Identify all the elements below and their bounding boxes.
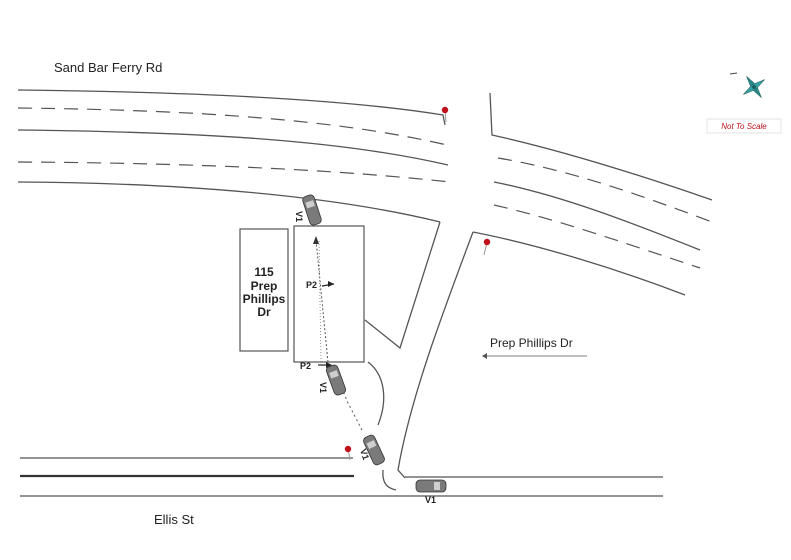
building-label-line-3: Phillips [243, 292, 286, 306]
building-label-line-2: Prep [251, 279, 278, 293]
stop-sign-3 [344, 445, 352, 461]
sand-bar-ferry-rd-west [17, 89, 451, 223]
ellis-corner [382, 469, 397, 491]
scale-note-box [706, 118, 782, 134]
compass-north-tick [729, 72, 738, 75]
compass-icon [743, 76, 765, 98]
lane-line-center [17, 129, 449, 166]
lane-divider-1 [17, 107, 448, 146]
prep-phillips-east-edge [397, 231, 474, 479]
lane-line-east [493, 181, 701, 251]
road-edge-north-west [17, 89, 446, 126]
vehicle-v1-position-4 [415, 479, 447, 493]
pedestrian-marker-1 [321, 281, 335, 287]
road-edge-north-east [489, 92, 713, 201]
vehicle-path [334, 371, 363, 431]
pedestrian-marker-2 [318, 362, 332, 368]
pedestrian-label-2: P2 [300, 361, 311, 371]
vehicle-v1-position-3 [363, 434, 385, 466]
lane-divider-4 [493, 204, 701, 269]
street-label-sand-bar-ferry-rd: Sand Bar Ferry Rd [54, 60, 162, 75]
stop-sign-1 [441, 106, 449, 123]
vehicle-v1-position-2 [325, 364, 347, 396]
road-edge-south-east [472, 231, 686, 296]
road-edge-south-west [17, 181, 441, 223]
prep-phillips-dr [364, 221, 474, 479]
vehicle-label-3: V1 [358, 448, 371, 462]
pedestrian-path-1 [315, 239, 329, 363]
prep-phillips-direction-arrow [482, 353, 487, 359]
sand-bar-ferry-rd-east [472, 92, 713, 296]
scale-note: Not To Scale [721, 122, 767, 131]
adjacent-building [293, 225, 365, 363]
path-arrow-north [313, 236, 319, 244]
vehicle-label-1: V1 [294, 211, 304, 222]
prep-phillips-west-edge [364, 221, 441, 350]
stop-sign-2 [483, 238, 491, 256]
vehicle-v1-position-1 [302, 194, 322, 226]
ellis-st [20, 457, 663, 497]
lane-divider-2 [17, 161, 451, 183]
pedestrian-label-1: P2 [306, 280, 317, 290]
lane-divider-3 [497, 157, 713, 223]
driveway-curve [367, 361, 385, 426]
vehicle-label-2: V1 [318, 382, 328, 393]
building-115-prep-phillips [239, 228, 289, 352]
building-label-line-4: Dr [257, 305, 271, 319]
street-label-ellis-st: Ellis St [154, 512, 194, 527]
vehicle-label-4: V1 [425, 495, 436, 505]
street-label-prep-phillips-dr: Prep Phillips Dr [490, 336, 573, 350]
building-label-line-1: 115 [254, 265, 274, 279]
